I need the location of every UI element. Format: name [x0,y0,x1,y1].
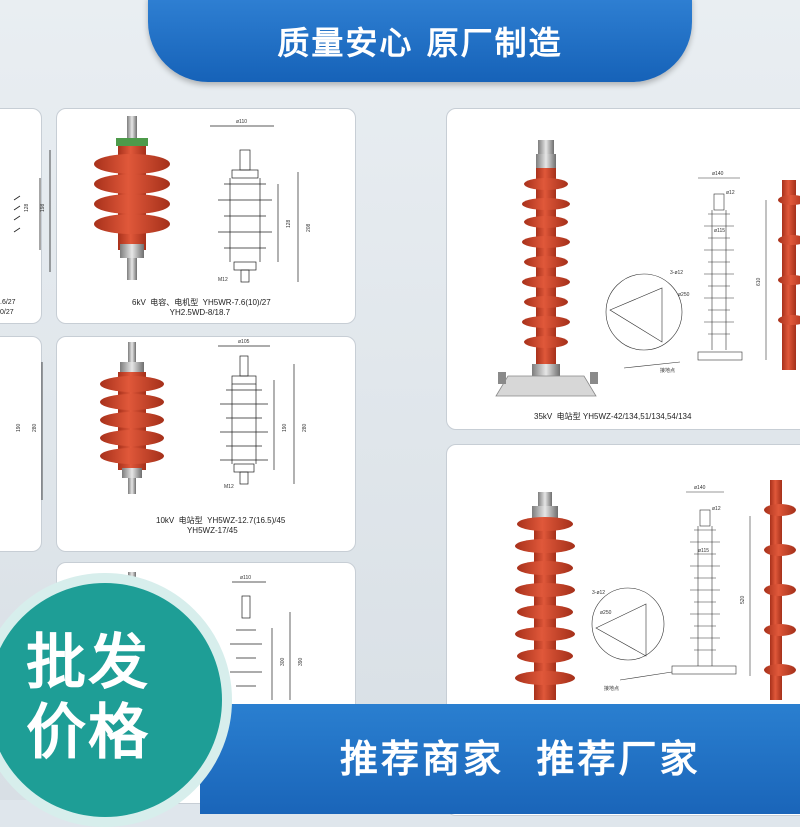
bottom-bar [200,704,800,814]
dim-35kv-holes: 3-ø12 [670,270,683,276]
dim-6kv-h1: 128 [286,219,292,228]
dim-35kv-top: ø140 [712,171,724,177]
dim-6kv-thread: M12 [218,277,228,283]
dim-35kv2-height: 520 [740,595,746,604]
left-dim-1: 128 [24,203,30,212]
price-badge: 批发 价格 [0,573,232,827]
dim-35kv2-ground: 接地点 [604,685,619,692]
dim-35kv-base: ø250 [678,292,690,298]
arrester-edge-photo-1 [778,180,800,370]
arrester-edge-photo-2 [764,480,796,700]
top-banner: 质量安心 原厂制造 [148,0,692,82]
dim-35kv2-body: ø115 [698,548,709,554]
dim-partial-h2: 390 [298,657,304,666]
product-card-left-partial-1 [0,108,42,324]
left-dim-4: 280 [32,423,38,432]
product-card-6kv [56,108,356,324]
caption-6kv: 6kV 电容、电机型 YH5WR-7.6(10)/27 YH2.5WD-8/18… [132,298,271,317]
arrester-35kv-2-photo [515,492,575,700]
arrester-partial-drawing [230,581,291,700]
caption-35kv: 35kV 电站型 YH5WZ-42/134,51/134,54/134 [534,412,692,421]
badge-line-2: 价格 [26,698,150,768]
product-card-10kv [56,336,356,552]
arrester-35kv-photo [495,140,598,397]
arrester-10kv-drawing [218,345,295,485]
arrester-35kv-2-drawing [591,491,751,681]
badge-line-1: 批发 [26,628,150,698]
dim-35kv-ground: 接地点 [660,367,675,374]
arrester-35kv-drawing [605,177,767,369]
dim-6kv-h2: 208 [306,223,312,232]
dim-35kv-bolt: ø12 [726,190,735,196]
arrester-6kv-photo [94,116,170,280]
product-drawings: 128 198 190 280 ø110 128 208 M12 [13,116,800,700]
dim-35kv2-base: ø250 [600,610,612,616]
dim-partial-diameter: ø110 [240,575,251,581]
caption-10kv: 10kV 电站型 YH5WZ-12.7(16.5)/45 YH5WZ-17/45 [156,516,286,535]
dim-partial-h1: 300 [280,657,286,666]
arrester-6kv-drawing [210,125,299,283]
dim-10kv-h2: 280 [302,423,308,432]
left-dim-3: 190 [16,423,22,432]
left-dim-2: 198 [40,203,46,212]
dim-6kv-diameter: ø110 [236,119,247,125]
left-partial-drawing [13,150,51,500]
left-partial-caption: .6/27 0/27 [0,299,16,316]
banner-title: 质量安心 原厂制造 [277,24,563,62]
dim-35kv2-top: ø140 [694,485,706,491]
footer-text: 推荐商家 推荐厂家 [340,737,701,781]
dim-10kv-h1: 190 [282,423,288,432]
arrester-10kv-photo [100,342,164,494]
dim-35kv2-holes: 3-ø12 [592,590,605,596]
dim-10kv-diameter: ø105 [238,339,250,345]
dim-35kv2-bolt: ø12 [712,506,721,512]
product-card-left-partial-2 [0,336,42,552]
dim-35kv-height: 610 [756,277,762,286]
dim-35kv-body: ø115 [714,228,725,234]
dim-10kv-thread: M12 [224,484,234,490]
